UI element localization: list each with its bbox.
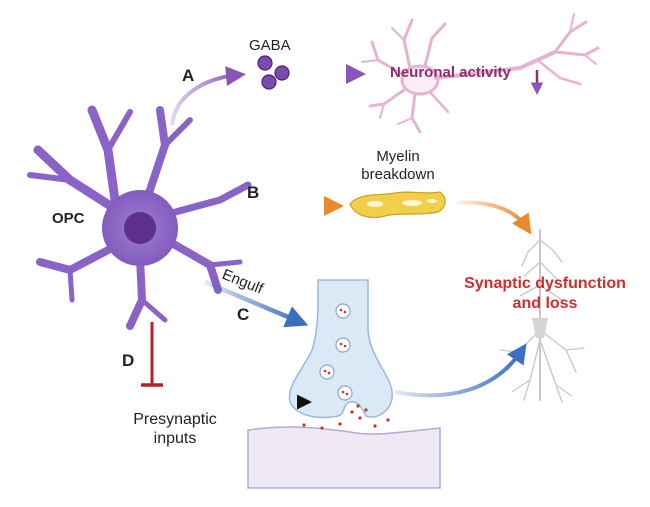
opc-cell <box>27 105 252 330</box>
synaptic-line1: Synaptic dysfunction <box>464 275 626 292</box>
postsynaptic-membrane <box>247 426 441 489</box>
gaba-label: GABA <box>249 37 291 54</box>
myelin-line2: breakdown <box>361 166 435 183</box>
pyramidal-neuron <box>499 229 585 403</box>
synaptic-line2: and loss <box>512 295 578 312</box>
released-neurotransmitters <box>302 404 390 430</box>
presynaptic-inputs-label: Presynaptic inputs <box>120 410 230 448</box>
upper-neuron <box>361 13 600 134</box>
synaptic-vesicles <box>319 303 353 401</box>
presynaptic-line1: Presynaptic <box>133 411 217 428</box>
vesicle-contents <box>323 308 349 396</box>
myelin-line1: Myelin <box>376 148 420 165</box>
synaptic-dysfunction-label: Synaptic dysfunction and loss <box>453 274 637 314</box>
opc-label: OPC <box>52 210 85 227</box>
pathway-a-label: A <box>182 66 195 85</box>
pathway-c-arrow <box>204 279 309 328</box>
synapse-to-neuron-arrow <box>394 343 527 398</box>
pyramidal-soma <box>532 318 548 338</box>
pathway-d-label: D <box>122 351 135 370</box>
myelin-breakdown-label: Myelin breakdown <box>352 148 444 184</box>
opc-nucleus <box>124 212 156 244</box>
presynaptic-line2: inputs <box>153 430 197 447</box>
pathway-c-label: C <box>237 305 250 324</box>
pathway-b-label: B <box>247 183 260 202</box>
myelin-debris <box>349 191 446 219</box>
neuronal-activity-label: Neuronal activity <box>390 64 511 81</box>
gaba-vesicles <box>257 55 290 90</box>
myelin-to-synapse-arrow <box>456 200 532 235</box>
pathway-a-arrow <box>170 66 246 126</box>
